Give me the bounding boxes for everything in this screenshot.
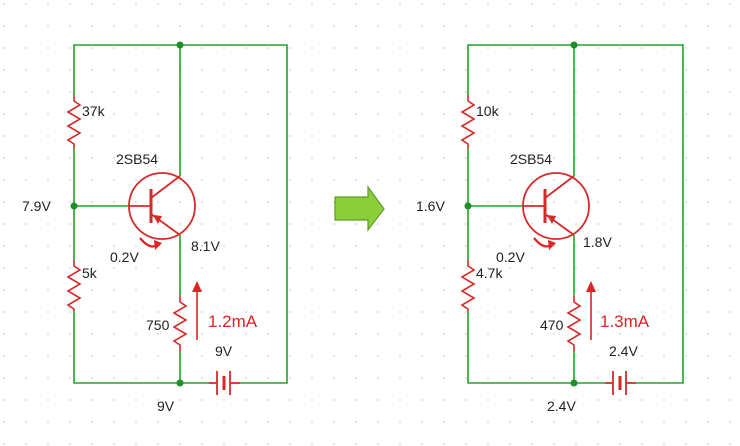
left-labels: 37k 2SB54 7.9V 0.2V 5k 8.1V 750 9V 9V 1.… xyxy=(22,103,258,414)
left-node-top xyxy=(176,41,184,49)
right-transistor xyxy=(522,172,590,240)
left-transistor-label: 2SB54 xyxy=(116,151,158,167)
right-resistor-emitter xyxy=(566,296,582,352)
right-node-bottom xyxy=(570,379,578,387)
left-base-voltage-label: 7.9V xyxy=(22,198,51,214)
left-circuit: 37k 2SB54 7.9V 0.2V 5k 8.1V 750 9V 9V 1.… xyxy=(22,41,288,414)
left-resistor-top xyxy=(66,95,82,149)
right-node-base xyxy=(464,202,472,210)
left-r-bottom-label: 5k xyxy=(82,265,98,281)
left-wire-bottom xyxy=(73,311,209,384)
right-nodes xyxy=(464,41,578,387)
left-transistor-collector-lead xyxy=(150,175,181,199)
left-nodes xyxy=(70,41,184,387)
left-node-base xyxy=(70,202,78,210)
left-battery-label: 9V xyxy=(215,343,233,359)
right-transistor-emitter-arrow xyxy=(547,215,556,224)
right-battery xyxy=(605,371,636,395)
left-transistor xyxy=(128,172,196,240)
right-battery-label: 2.4V xyxy=(609,343,638,359)
right-wire-top-loop xyxy=(467,44,684,384)
left-bottom-voltage-label: 9V xyxy=(157,398,175,414)
left-emitter-voltage-label: 8.1V xyxy=(191,238,220,254)
right-labels: 10k 2SB54 1.6V 0.2V 4.7k 1.8V 470 2.4V 2… xyxy=(416,103,650,414)
left-r-top-label: 37k xyxy=(82,103,106,119)
right-transistor-label: 2SB54 xyxy=(510,151,552,167)
right-r-top-label: 10k xyxy=(476,103,500,119)
left-node-bottom xyxy=(176,379,184,387)
right-vbe-label: 0.2V xyxy=(496,249,525,265)
left-current-label: 1.2mA xyxy=(208,312,258,331)
right-bottom-voltage-label: 2.4V xyxy=(547,398,576,414)
left-vbe-label: 0.2V xyxy=(110,249,139,265)
left-resistor-emitter xyxy=(172,296,188,352)
right-resistor-bottom xyxy=(460,260,476,311)
right-base-voltage-label: 1.6V xyxy=(416,198,445,214)
right-vbe-curve-arrow-icon xyxy=(533,237,556,250)
right-resistor-top xyxy=(460,95,476,149)
right-wire-bottom xyxy=(467,311,605,384)
right-circuit: 10k 2SB54 1.6V 0.2V 4.7k 1.8V 470 2.4V 2… xyxy=(416,41,684,414)
right-r-bottom-label: 4.7k xyxy=(476,265,503,281)
right-r-emitter-label: 470 xyxy=(540,317,564,333)
right-transistor-collector-lead xyxy=(544,175,575,199)
left-battery xyxy=(209,371,240,395)
right-current-label: 1.3mA xyxy=(600,312,650,331)
right-node-top xyxy=(570,41,578,49)
left-r-emitter-label: 750 xyxy=(146,317,170,333)
left-vbe-curve-arrow-icon xyxy=(139,237,162,250)
left-resistor-bottom xyxy=(66,260,82,311)
left-transistor-emitter-arrow xyxy=(153,215,162,224)
left-current-arrow-icon xyxy=(192,281,202,340)
left-wire-top-loop xyxy=(73,44,288,384)
transition-arrow-icon xyxy=(334,185,385,232)
right-wires xyxy=(467,44,684,384)
right-emitter-voltage-label: 1.8V xyxy=(583,234,612,250)
right-current-arrow-icon xyxy=(586,281,596,340)
